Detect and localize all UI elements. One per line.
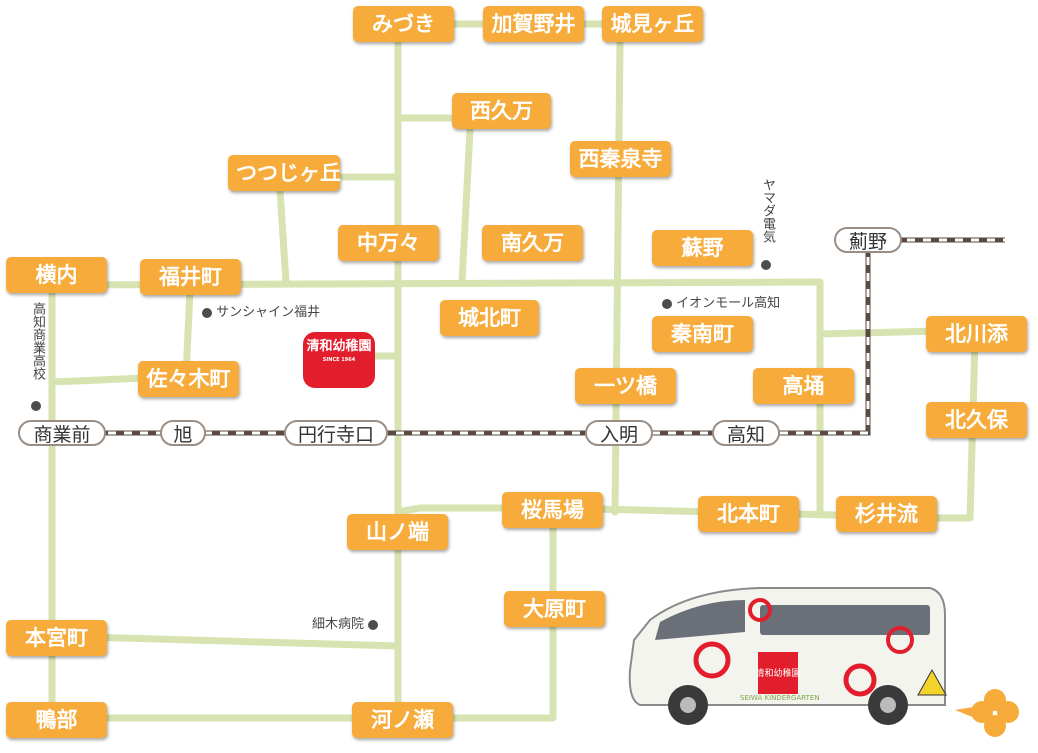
bus-stop-kitakawazoe: 北川添: [926, 316, 1027, 352]
bus-stop-yamanohana: 山ノ端: [347, 514, 448, 550]
station-azouno: 薊野: [834, 227, 902, 253]
bus-windshield: [655, 600, 745, 640]
route-line: [458, 126, 474, 286]
railway-track-dashes: [60, 238, 1005, 435]
flower-pointer: [955, 705, 985, 722]
route-line: [48, 632, 402, 650]
kindergarten-logo: 清和幼稚園 SINCE 1964: [303, 332, 375, 388]
station-kochi: 高知: [712, 420, 780, 446]
bus-stop-hitotsubashi: 一ツ橋: [575, 368, 676, 404]
bus-flower-decal: [748, 598, 772, 622]
flower-petal: [984, 715, 1006, 737]
station-iriake: 入明: [585, 420, 653, 446]
bus-window: [760, 605, 930, 635]
landmark-dot-icon: [368, 619, 379, 630]
bus-stop-kawanose: 河ノ瀬: [352, 702, 453, 738]
bus-stop-mizuki: みづき: [353, 6, 454, 42]
bus-warning-sign: [917, 668, 947, 696]
bus-stop-nishijinzenji: 西秦泉寺: [570, 141, 671, 177]
bus-sign: [758, 652, 798, 694]
landmark-label: 細木病院: [312, 617, 365, 632]
landmark-label: イオンモール高知: [676, 296, 781, 311]
landmark-dot-icon: [761, 260, 771, 270]
bus-wheel-hub: [880, 697, 896, 713]
bus-flower-decal: [886, 626, 914, 654]
kindergarten-bus-illustration: 清和幼稚園 SEIWA KINDERGARTEN: [628, 587, 947, 725]
bus-stop-kitahonmachi: 北本町: [698, 496, 799, 532]
bus-stop-minamikuma: 南久万: [482, 225, 583, 261]
landmark-hosogi-hospital: 細木病院: [312, 613, 379, 632]
flower-petal: [997, 701, 1019, 723]
bus-stop-yokouchi: 横内: [6, 257, 107, 293]
landmark-dot-icon: [31, 401, 41, 411]
bus-stop-takasu: 高埇: [753, 368, 854, 404]
route-line: [394, 504, 839, 519]
bus-flower-decal: [693, 641, 731, 679]
landmark-yamada-denki: ヤマダ電気: [760, 178, 775, 243]
landmark-kochi-commercial-high: 高知商業高校: [30, 302, 45, 380]
bus-stop-hongucho: 本宮町: [6, 620, 107, 656]
bus-stop-sakurababa: 桜馬場: [502, 492, 603, 528]
station-engyojiguchi: 円行寺口: [284, 420, 388, 446]
bus-stop-shiromigaoka: 城見ヶ丘: [602, 6, 703, 42]
bus-stop-johokucho: 城北町: [440, 300, 539, 336]
landmark-dot-icon: [202, 307, 212, 318]
station-asahi: 旭: [160, 420, 206, 446]
landmark-aeon-mall: イオンモール高知: [662, 292, 780, 311]
bus-stop-nakamama: 中万々: [338, 225, 439, 261]
route-lines: [48, 20, 979, 722]
logo-since: SINCE 1964: [322, 357, 356, 363]
bus-stop-shinnancho: 秦南町: [652, 316, 753, 352]
bus-stop-kaganoi: 加賀野井: [483, 6, 584, 42]
bus-stop-tsutsujigaoka: つつじヶ丘: [228, 155, 341, 191]
landmark-sunshine-fukui: サンシャイン福井: [202, 301, 320, 320]
railway: [60, 237, 1005, 436]
station-shogyomae: 商業前: [18, 420, 106, 446]
bus-side-text: SEIWA KINDERGARTEN: [740, 694, 820, 702]
landmark-label: サンシャイン福井: [216, 305, 321, 320]
orange-flower-icon: [955, 689, 1019, 737]
bus-wheel-hub: [680, 697, 696, 713]
bus-stop-fukuicho: 福井町: [140, 259, 241, 295]
bus-stop-nishikuma: 西久万: [452, 93, 551, 129]
bus-stop-sugiiryu: 杉井流: [836, 496, 937, 532]
logo-name: 清和幼稚園: [306, 339, 372, 354]
bus-stop-kitakubo: 北久保: [926, 402, 1027, 438]
bus-stop-sono: 蘇野: [652, 230, 753, 266]
bus-stop-sasakicho: 佐々木町: [138, 361, 239, 397]
bus-stop-oharacho: 大原町: [504, 591, 605, 627]
landmark-dot-icon: [662, 298, 672, 309]
bus-stop-kamobe: 鴨部: [6, 702, 107, 738]
bus-sign-text: 清和幼稚園: [755, 667, 800, 679]
bus-flower-decal: [843, 663, 877, 697]
